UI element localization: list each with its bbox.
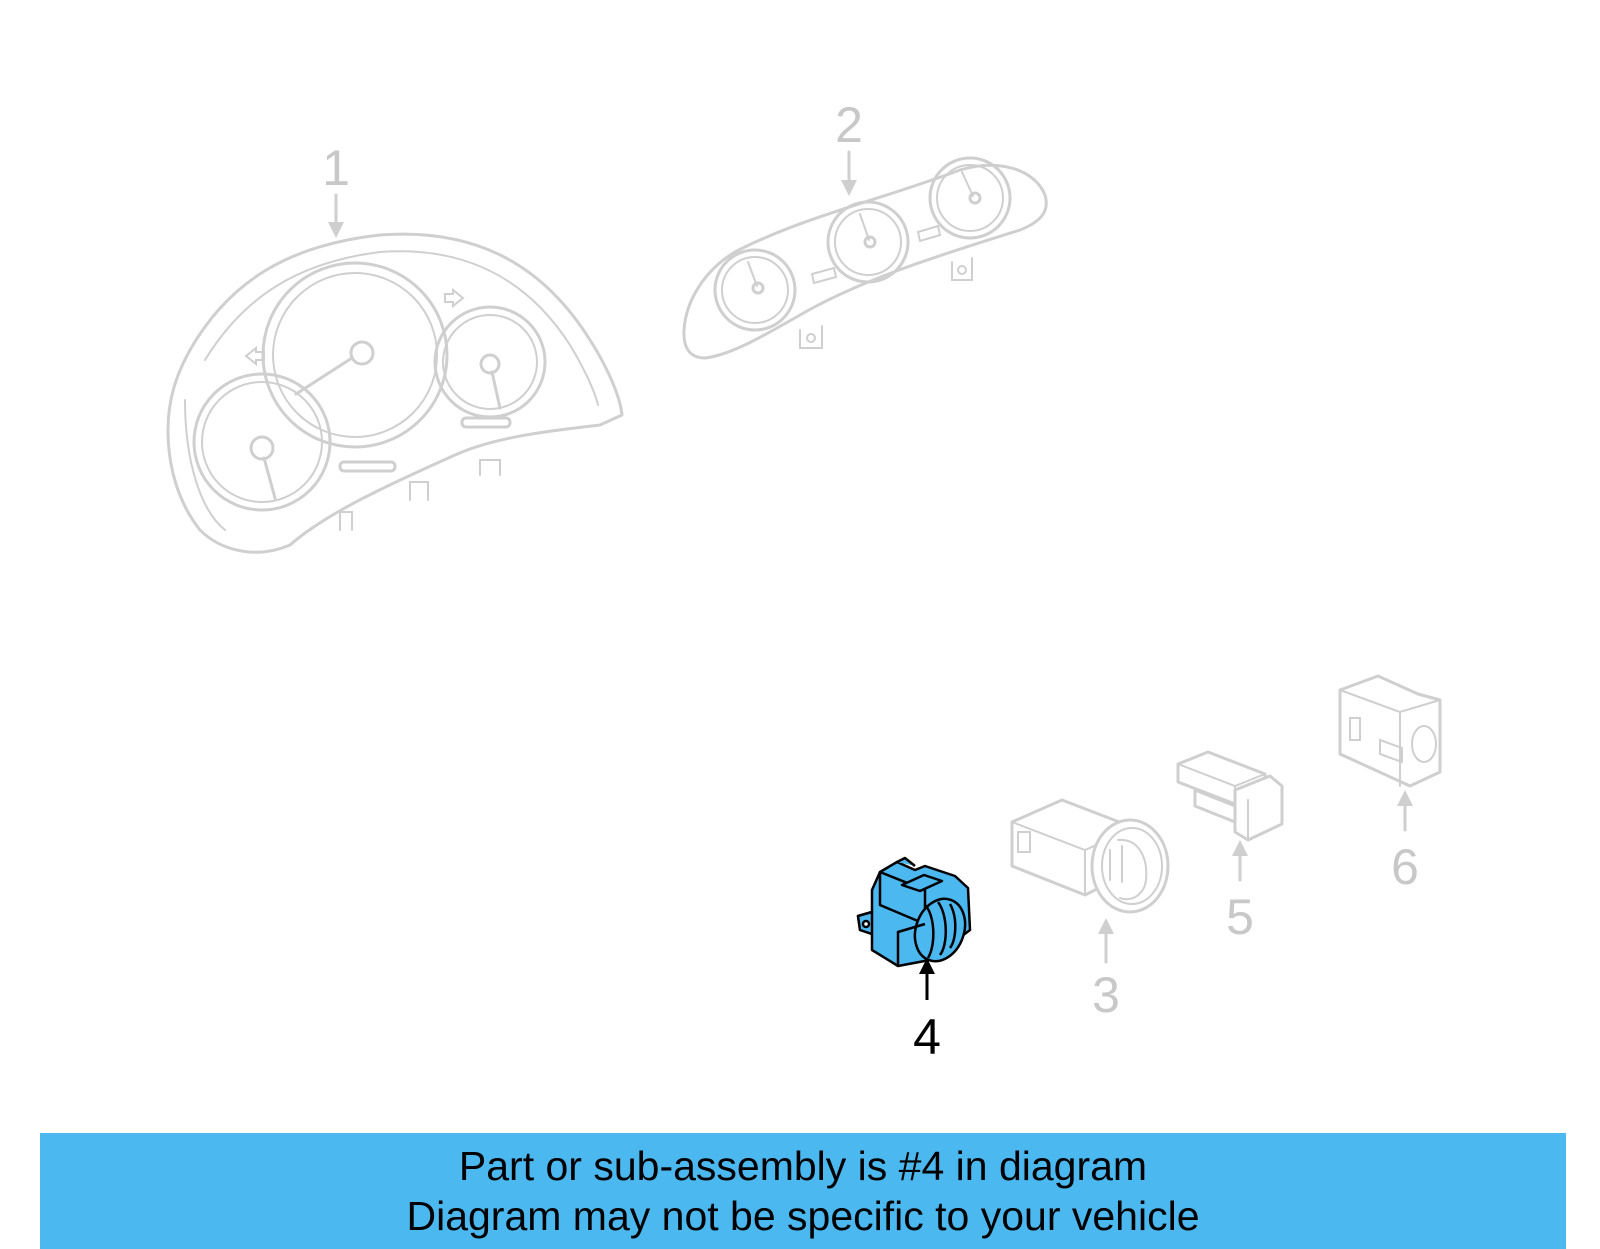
banner-line-2: Diagram may not be specific to your vehi… — [406, 1193, 1200, 1239]
part-4-switch-highlighted[interactable] — [856, 856, 973, 968]
part-1-instrument-cluster[interactable] — [166, 232, 624, 554]
callout-6: 6 — [1391, 790, 1419, 895]
callout-1-label: 1 — [322, 140, 350, 196]
callout-5: 5 — [1226, 840, 1254, 945]
part-2-gauge-pod[interactable] — [682, 156, 1048, 360]
banner-line-1: Part or sub-assembly is #4 in diagram — [458, 1143, 1148, 1189]
callout-1: 1 — [322, 140, 350, 238]
callout-4-label: 4 — [913, 1009, 941, 1065]
callout-3-label: 3 — [1092, 967, 1120, 1023]
callout-6-label: 6 — [1391, 839, 1419, 895]
part-6-socket-switch[interactable] — [1338, 674, 1442, 788]
callout-3: 3 — [1092, 918, 1120, 1023]
part-5-push-switch[interactable] — [1176, 750, 1284, 842]
callout-2-label: 2 — [835, 97, 863, 153]
callout-2: 2 — [835, 97, 863, 196]
callout-4: 4 — [913, 958, 941, 1065]
callout-5-label: 5 — [1226, 889, 1254, 945]
info-banner: Part or sub-assembly is #4 in diagram Di… — [40, 1133, 1566, 1249]
part-3-rotary-switch[interactable] — [1010, 798, 1170, 914]
